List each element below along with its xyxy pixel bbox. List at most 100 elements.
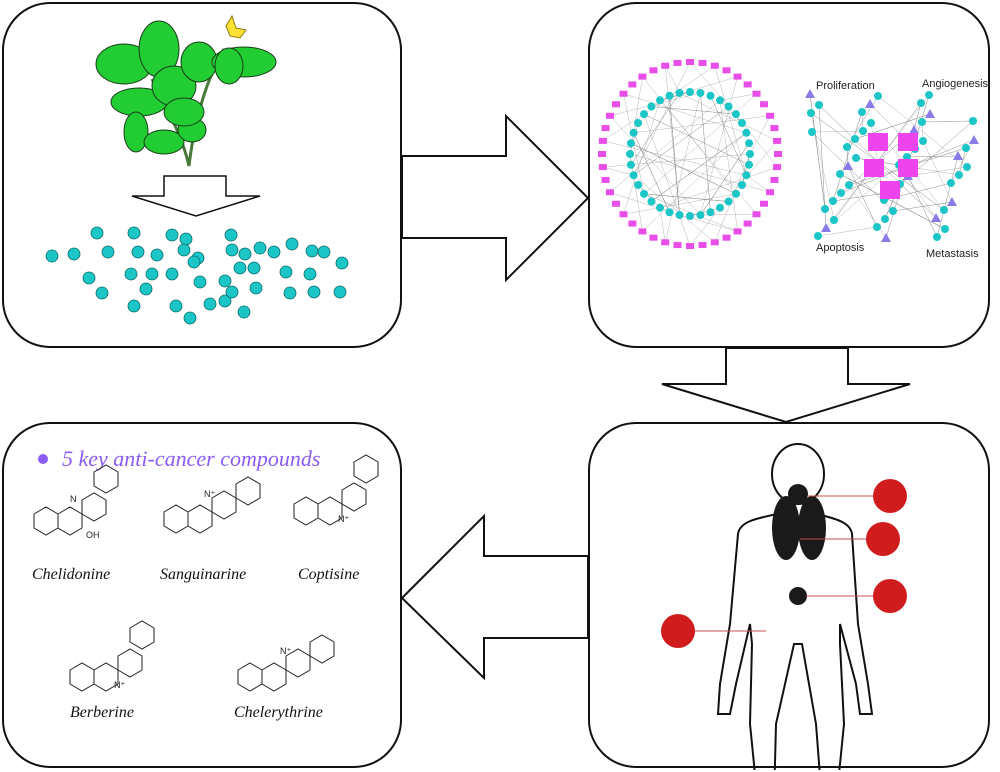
chemical-structures: N OH N⁺ N⁺ N⁺ N⁺ xyxy=(33,454,379,692)
network-edge xyxy=(602,113,645,142)
pathway-node xyxy=(805,89,815,98)
pathway-node xyxy=(931,213,941,222)
gene-node xyxy=(852,154,860,162)
gene-node xyxy=(845,181,853,189)
network-edge xyxy=(602,140,747,176)
gene-node xyxy=(837,189,845,197)
target-node xyxy=(760,200,769,207)
compound-dot xyxy=(131,245,145,259)
plant-illustration xyxy=(45,14,349,325)
label-angiogenesis: Angiogenesis xyxy=(922,78,989,90)
gene-node xyxy=(955,171,963,179)
compound-node xyxy=(724,197,733,206)
compound-node xyxy=(716,203,724,212)
network-panel: Proliferation Angiogenesis Apoptosis Met… xyxy=(588,2,990,348)
target-node xyxy=(601,176,610,183)
compounds-title: 5 key anti-cancer compounds xyxy=(38,446,320,472)
gene-node xyxy=(843,143,851,151)
compound-dot xyxy=(45,249,59,263)
network-edge xyxy=(629,153,771,193)
target-node xyxy=(628,220,637,227)
pathway-node xyxy=(969,135,979,144)
compound-node xyxy=(742,128,751,137)
pathway-edge xyxy=(958,147,967,176)
target-node xyxy=(743,81,752,88)
hub-compound-node xyxy=(898,159,918,177)
compound-dot xyxy=(193,275,207,289)
target-node xyxy=(770,125,779,132)
gene-node xyxy=(941,225,949,233)
network-edge xyxy=(664,65,680,216)
compound-dot xyxy=(95,286,109,300)
compound-dot xyxy=(225,243,239,257)
compound-node xyxy=(731,110,740,119)
gene-node xyxy=(969,117,977,125)
hub-compound-node xyxy=(898,133,918,151)
network-edge xyxy=(633,175,715,243)
network-edge xyxy=(633,115,771,134)
target-node xyxy=(698,242,707,249)
network-edge xyxy=(664,65,680,94)
network-edge xyxy=(629,122,639,155)
gene-node xyxy=(851,135,859,143)
compound-dot xyxy=(183,311,197,325)
gene-node xyxy=(867,119,875,127)
target-node xyxy=(752,211,761,218)
compound-node xyxy=(647,102,656,111)
target-node xyxy=(638,73,647,80)
network-edge xyxy=(609,100,721,193)
arrow-left xyxy=(400,513,589,681)
compound-node xyxy=(706,91,715,100)
compound-dot xyxy=(203,297,217,311)
compound-dot xyxy=(224,228,238,242)
compound-dot xyxy=(247,261,261,275)
network-edge xyxy=(602,166,634,176)
network-edge xyxy=(623,193,737,215)
compound-dot xyxy=(177,243,191,257)
gene-node xyxy=(962,144,970,152)
network-edge xyxy=(714,153,751,243)
target-node xyxy=(605,189,614,196)
compound-dot xyxy=(150,248,164,262)
target-node xyxy=(598,151,606,157)
target-node xyxy=(619,211,628,218)
target-node xyxy=(722,234,731,241)
pathway-edge xyxy=(913,102,922,131)
gene-node xyxy=(918,118,926,126)
compound-node xyxy=(745,160,754,169)
gene-node xyxy=(859,127,867,135)
compound-dot xyxy=(165,267,179,281)
structure-sanguinarine: N⁺ xyxy=(163,476,261,534)
network-edge xyxy=(643,113,750,165)
pathway-edge xyxy=(907,175,938,238)
target-node xyxy=(598,137,607,144)
compound-dot xyxy=(307,285,321,299)
network-edge xyxy=(741,153,751,186)
compound-node xyxy=(640,189,649,198)
network-edge xyxy=(659,100,757,215)
network-edge xyxy=(659,207,666,243)
tumor-sites xyxy=(661,479,907,648)
gene-node xyxy=(963,163,971,171)
pathway-node xyxy=(821,223,831,232)
pathway-edge xyxy=(817,226,878,237)
network-edge xyxy=(609,92,701,117)
target-node xyxy=(733,228,742,235)
compound-node xyxy=(675,88,684,97)
network-edge xyxy=(644,193,729,202)
compound-node xyxy=(737,181,746,189)
compound-node xyxy=(640,110,649,119)
pathway-node xyxy=(881,233,891,242)
network-edge xyxy=(669,95,680,216)
target-node xyxy=(638,228,647,235)
network-edge xyxy=(719,100,743,124)
network-edge xyxy=(689,207,721,217)
svg-text:OH: OH xyxy=(86,530,100,540)
pathway-edge xyxy=(854,113,931,140)
target-node xyxy=(770,176,779,183)
body-illustration xyxy=(661,443,907,770)
network-graphs xyxy=(598,59,979,249)
body-panel xyxy=(588,422,990,770)
gene-node xyxy=(947,179,955,187)
gene-node xyxy=(881,215,889,223)
